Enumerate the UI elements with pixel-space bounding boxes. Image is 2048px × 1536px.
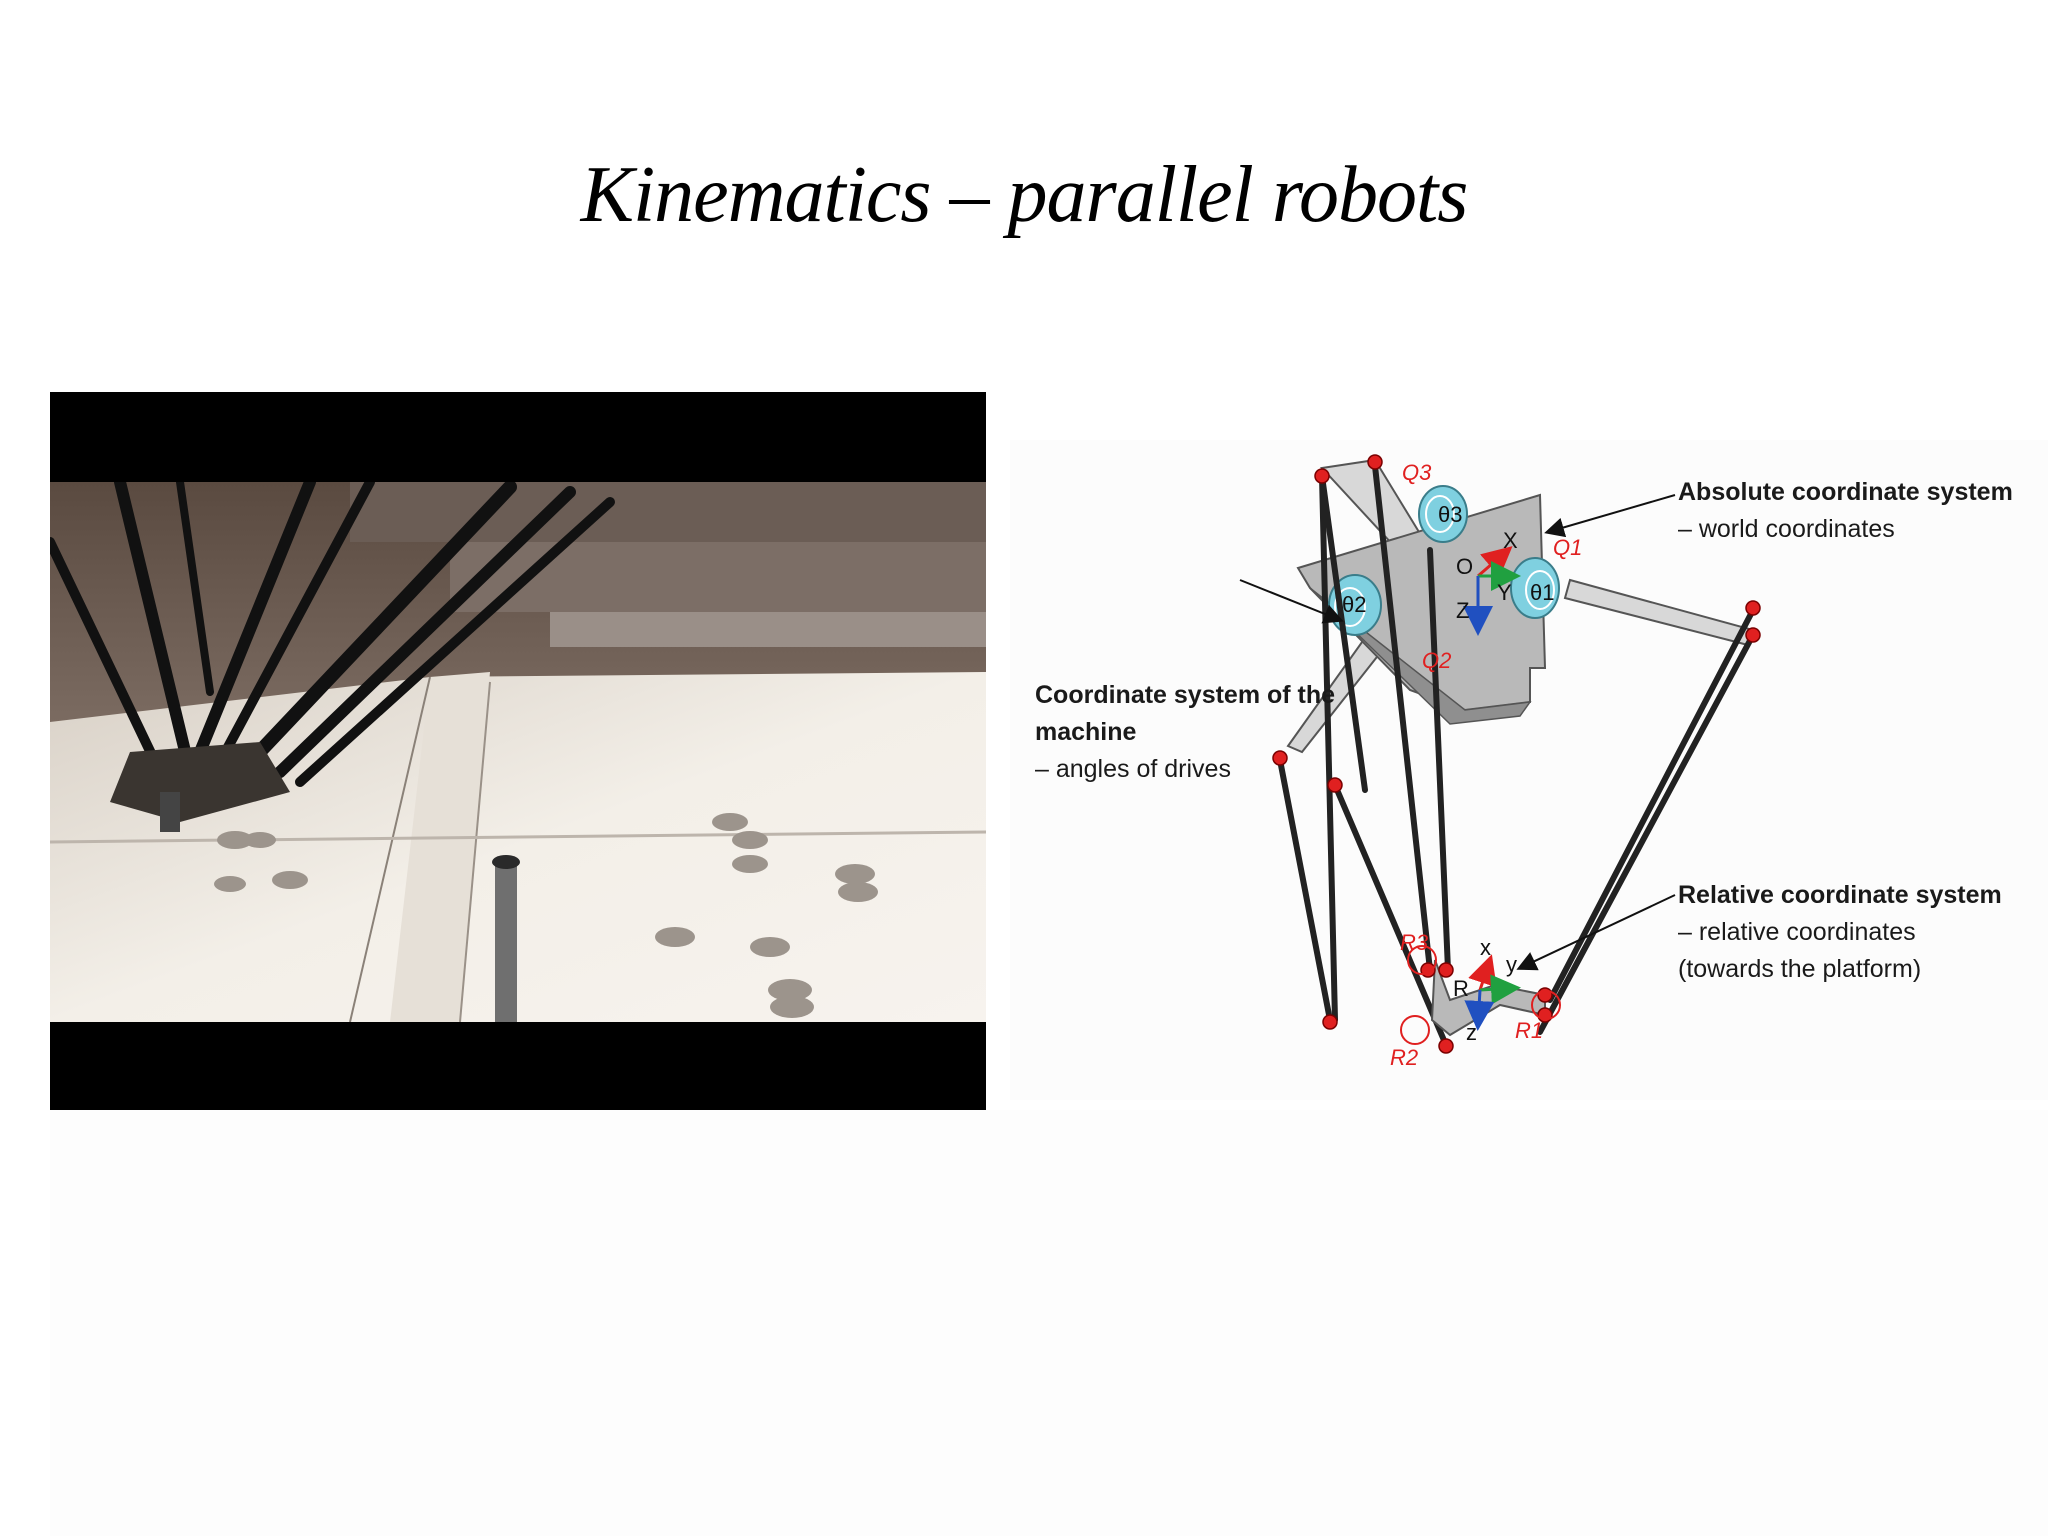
delta-robot-photo <box>50 392 986 1110</box>
label-platform-r: R <box>1453 976 1469 1001</box>
label-theta1: θ1 <box>1530 580 1554 605</box>
label-world-y: Y <box>1497 580 1512 605</box>
label-q3: Q3 <box>1402 460 1432 485</box>
label-r3: R3 <box>1400 930 1429 955</box>
machine-coordinate-title-1: Coordinate system of the <box>1035 681 1335 709</box>
machine-coordinate-title-2: machine <box>1035 718 1137 746</box>
label-origin: O <box>1456 554 1473 579</box>
label-r2: R2 <box>1390 1045 1418 1070</box>
joint-dots <box>1272 454 1761 1054</box>
label-r1: R1 <box>1515 1018 1543 1043</box>
label-q2: Q2 <box>1422 648 1451 673</box>
delta-robot-diagram: Q3 Q1 Q2 R3 R1 R2 θ3 θ1 θ2 O X Y Z R x y… <box>1010 440 2048 1100</box>
absolute-coordinate-subtitle: – world coordinates <box>1678 515 1895 543</box>
relative-coordinate-subtitle-1: – relative coordinates <box>1678 918 1916 946</box>
label-theta3: θ3 <box>1438 502 1462 527</box>
machine-coordinate-subtitle: – angles of drives <box>1035 755 1231 783</box>
label-platform-y: y <box>1506 952 1517 977</box>
absolute-coordinate-title: Absolute coordinate system <box>1678 478 2013 506</box>
lower-background <box>50 1110 2048 1536</box>
label-platform-x: x <box>1480 935 1491 960</box>
label-theta2: θ2 <box>1342 592 1366 617</box>
label-world-x: X <box>1503 528 1518 553</box>
label-world-z: Z <box>1456 598 1469 623</box>
label-platform-z: z <box>1466 1020 1477 1045</box>
slide-title: Kinematics – parallel robots <box>580 151 1469 239</box>
lower-rods <box>1277 463 1756 1048</box>
relative-coordinate-title: Relative coordinate system <box>1678 881 2002 909</box>
label-q1: Q1 <box>1553 535 1582 560</box>
relative-coordinate-subtitle-2: (towards the platform) <box>1678 955 1921 983</box>
